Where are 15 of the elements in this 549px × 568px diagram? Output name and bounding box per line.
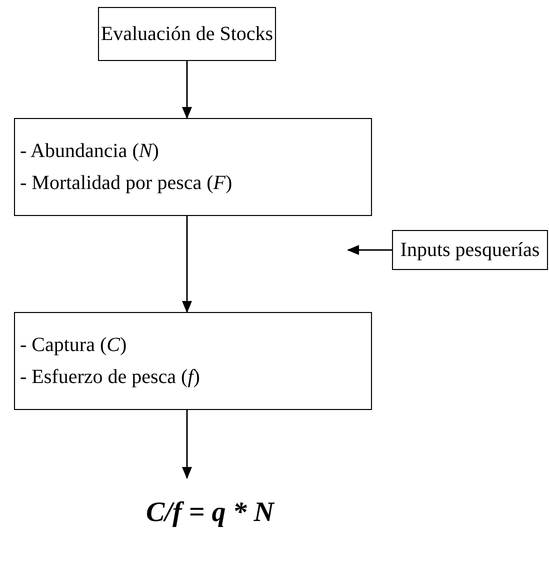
- process-box: [392, 230, 548, 270]
- process-box: [14, 312, 372, 410]
- node-text: - Esfuerzo de pesca (f): [20, 365, 201, 390]
- node-text: Inputs pesquerías: [400, 238, 540, 263]
- node-text: - Abundancia (N): [20, 139, 160, 164]
- arrow: [347, 245, 392, 255]
- arrow: [182, 61, 192, 119]
- formula-text: C/f = q * N: [146, 497, 274, 529]
- process-box: [14, 118, 372, 216]
- process-box: [98, 7, 276, 61]
- node-text: - Captura (C): [20, 333, 128, 358]
- arrow: [182, 410, 192, 479]
- node-text: - Mortalidad por pesca (F): [20, 171, 234, 196]
- node-text: Evaluación de Stocks: [100, 22, 274, 47]
- arrow: [182, 216, 192, 313]
